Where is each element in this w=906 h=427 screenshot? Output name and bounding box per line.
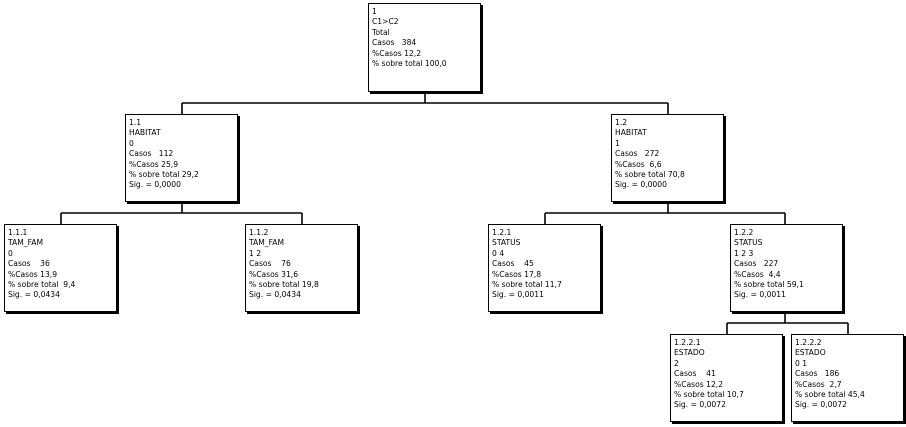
node-percent-cases: %Casos 17,8 [492, 269, 542, 279]
tree-node-1-2-2[interactable]: 1.2.2 STATUS 1 2 3 Casos 227 %Casos 4,4 … [730, 224, 843, 312]
node-category: 0 [8, 248, 13, 258]
tree-node-1-2-1[interactable]: 1.2.1 STATUS 0 4 Casos 45 %Casos 17,8 % … [488, 224, 601, 312]
node-significance: Sig. = 0,0011 [492, 290, 544, 300]
node-percent-cases: %Casos 2,7 [795, 379, 842, 389]
node-category: 0 [129, 138, 134, 148]
node-significance: Sig. = 0,0434 [249, 290, 301, 300]
node-cases: Casos 112 [129, 149, 174, 159]
node-percent-total: % sobre total 10,7 [674, 390, 744, 400]
node-percent-total: % sobre total 70,8 [615, 170, 685, 180]
node-split-variable: STATUS [492, 238, 521, 248]
node-percent-cases: %Casos 31,6 [249, 269, 299, 279]
node-category: 1 [615, 138, 620, 148]
tree-node-1-1-1[interactable]: 1.1.1 TAM_FAM 0 Casos 36 %Casos 13,9 % s… [4, 224, 117, 312]
node-significance: Sig. = 0,0011 [734, 290, 786, 300]
node-label: 1.2.2.2 [795, 338, 822, 347]
node-split-variable: HABITAT [129, 128, 161, 138]
node-label: 1.1.1 [8, 228, 28, 237]
node-split-variable: STATUS [734, 238, 763, 248]
node-percent-cases: %Casos 13,9 [8, 269, 58, 279]
node-label: 1.2 [615, 118, 628, 127]
node-percent-cases: %Casos 4,4 [734, 269, 781, 279]
node-percent-total: % sobre total 100,0 [372, 59, 447, 69]
node-cases: Casos 272 [615, 149, 660, 159]
node-percent-cases: %Casos 6,6 [615, 159, 662, 169]
node-percent-cases: %Casos 12,2 [674, 379, 724, 389]
node-category: 2 [674, 358, 679, 368]
node-split-variable: HABITAT [615, 128, 647, 138]
node-label: 1.2.1 [492, 228, 512, 237]
node-split-variable: ESTADO [795, 348, 826, 358]
node-percent-total: % sobre total 19,8 [249, 280, 319, 290]
node-significance: Sig. = 0,0072 [674, 400, 726, 410]
node-percent-total: % sobre total 11,7 [492, 280, 562, 290]
node-label: 1.1 [129, 118, 142, 127]
node-significance: Sig. = 0,0000 [129, 180, 181, 190]
node-percent-total: % sobre total 45,4 [795, 390, 865, 400]
node-cases: Casos 227 [734, 259, 779, 269]
node-percent-total: % sobre total 9,4 [8, 280, 76, 290]
node-cases: Casos 186 [795, 369, 840, 379]
node-split-variable: ESTADO [674, 348, 705, 358]
tree-node-1-1[interactable]: 1.1 HABITAT 0 Casos 112 %Casos 25,9 % so… [125, 114, 238, 202]
node-split-variable: TAM_FAM [8, 238, 44, 248]
node-split-variable: TAM_FAM [249, 238, 285, 248]
node-percent-total: % sobre total 59,1 [734, 280, 804, 290]
node-percent-total: % sobre total 29,2 [129, 170, 199, 180]
node-cases: Casos 41 [674, 369, 716, 379]
node-label: 1.2.2 [734, 228, 754, 237]
tree-node-1-1-2[interactable]: 1.1.2 TAM_FAM 1 2 Casos 76 %Casos 31,6 %… [245, 224, 358, 312]
node-category: Total [372, 27, 390, 37]
tree-node-1-2[interactable]: 1.2 HABITAT 1 Casos 272 %Casos 6,6 % sob… [611, 114, 724, 202]
node-significance: Sig. = 0,0434 [8, 290, 60, 300]
node-percent-cases: %Casos 12,2 [372, 48, 422, 58]
node-cases: Casos 45 [492, 259, 534, 269]
node-label: 1.2.2.1 [674, 338, 701, 347]
tree-node-1[interactable]: 1 C1>C2 Total Casos 384 %Casos 12,2 % so… [368, 3, 481, 92]
node-significance: Sig. = 0,0000 [615, 180, 667, 190]
node-label: 1.1.2 [249, 228, 269, 237]
tree-node-1-2-2-2[interactable]: 1.2.2.2 ESTADO 0 1 Casos 186 %Casos 2,7 … [791, 334, 904, 422]
node-split-variable: C1>C2 [372, 17, 399, 27]
node-category: 1 2 [249, 248, 262, 258]
node-cases: Casos 36 [8, 259, 50, 269]
node-cases: Casos 76 [249, 259, 291, 269]
tree-node-1-2-2-1[interactable]: 1.2.2.1 ESTADO 2 Casos 41 %Casos 12,2 % … [670, 334, 783, 422]
node-category: 1 2 3 [734, 248, 754, 258]
node-significance: Sig. = 0,0072 [795, 400, 847, 410]
node-cases: Casos 384 [372, 38, 417, 48]
node-label: 1 [372, 7, 377, 16]
node-category: 0 1 [795, 358, 808, 368]
node-category: 0 4 [492, 248, 505, 258]
node-percent-cases: %Casos 25,9 [129, 159, 179, 169]
